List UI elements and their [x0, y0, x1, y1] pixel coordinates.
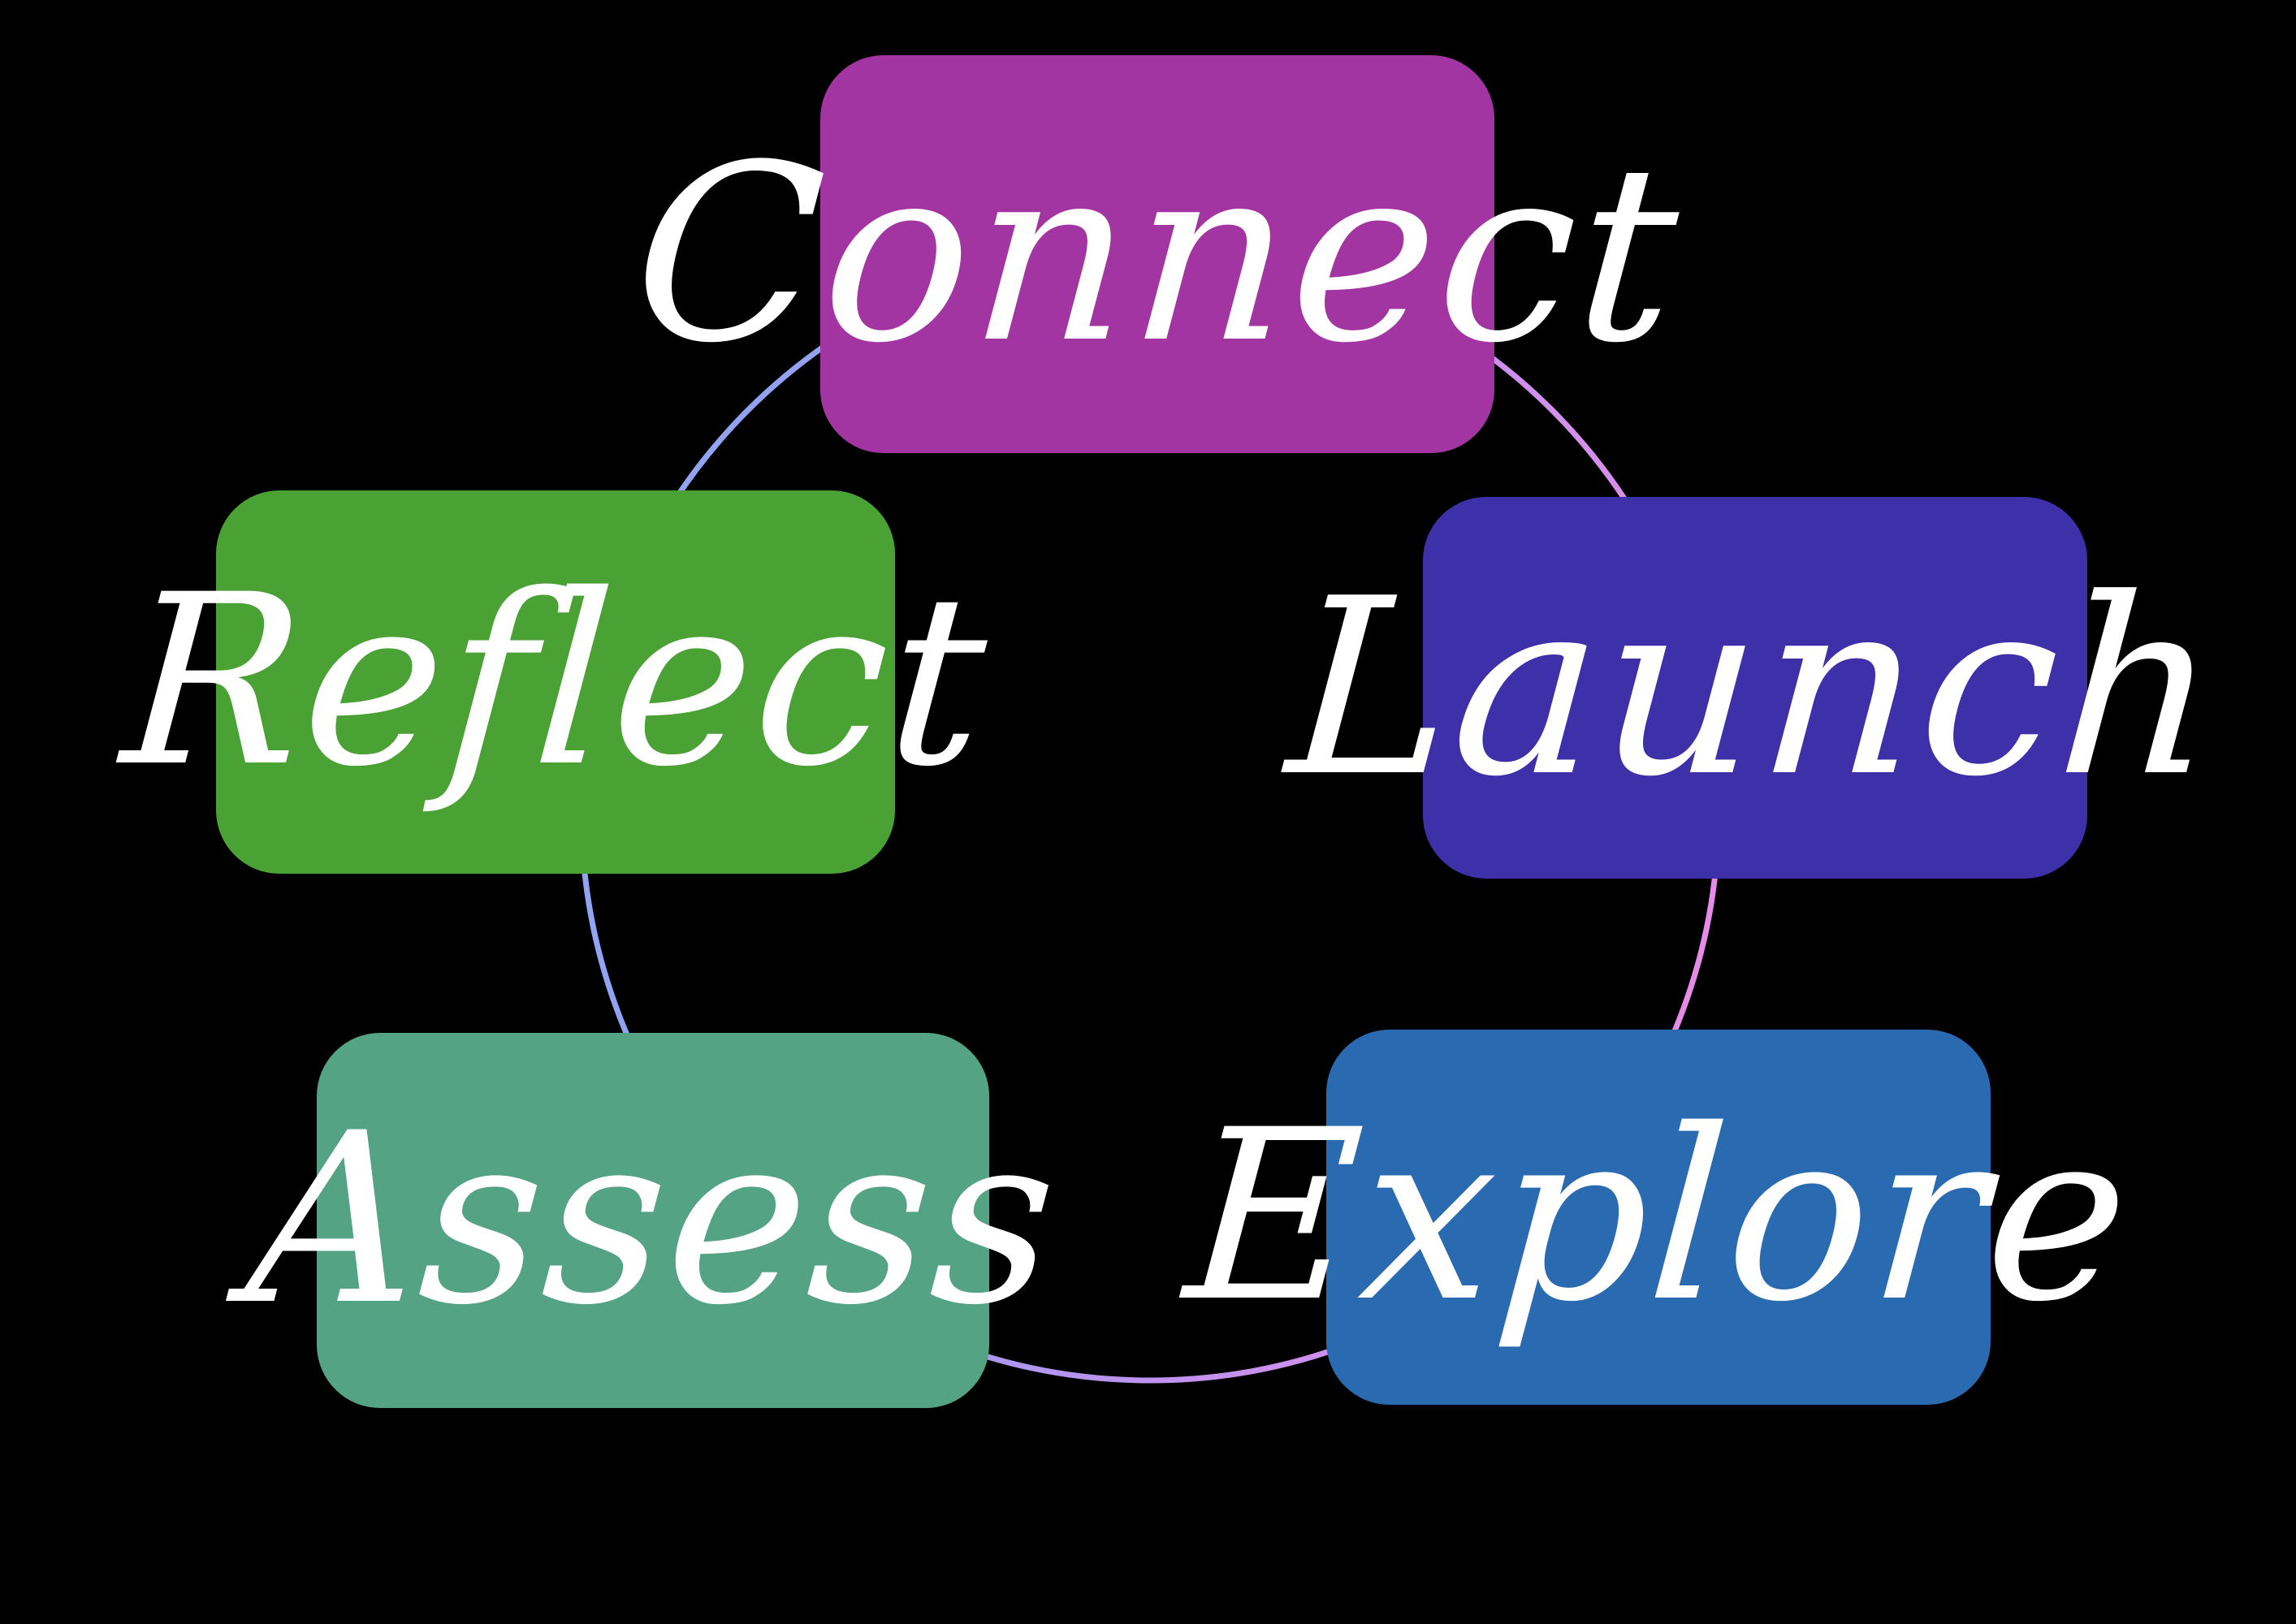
cycle-node-assess-label: Assess [240, 1083, 1066, 1358]
cycle-node-launch-label: Launch [1280, 546, 2230, 830]
cycle-node-reflect[interactable]: Reflect [115, 490, 996, 874]
cycle-node-reflect-label: Reflect [115, 545, 997, 819]
cycle-node-connect-label: Connect [625, 112, 1689, 396]
cycle-node-launch[interactable]: Launch [1281, 497, 2229, 879]
cycle-node-explore[interactable]: Explore [1178, 1030, 2138, 1405]
cycle-node-assess[interactable]: Assess [240, 1033, 1066, 1408]
cycle-node-explore-label: Explore [1178, 1080, 2139, 1354]
cycle-node-connect[interactable]: Connect [626, 55, 1688, 453]
